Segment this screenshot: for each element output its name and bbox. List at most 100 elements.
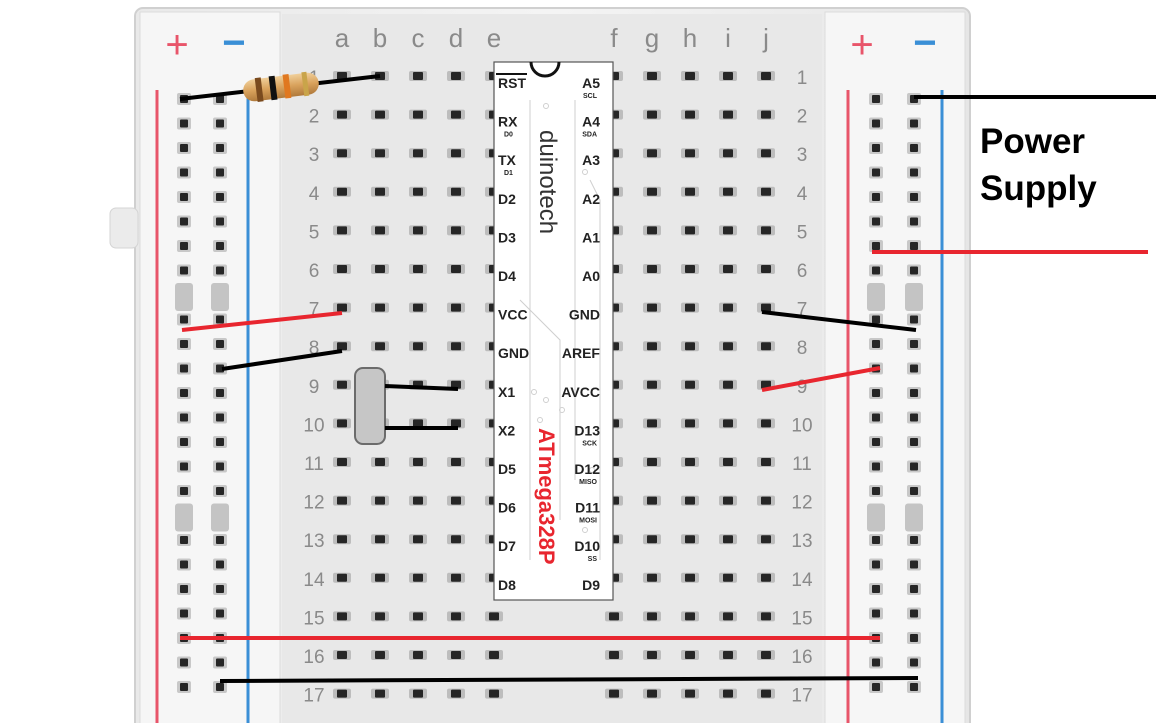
terminal-hole: [761, 226, 771, 235]
rail-hole: [910, 609, 918, 618]
row-label-right: 8: [797, 338, 808, 359]
rail-hole: [910, 462, 918, 471]
rail-hole: [910, 413, 918, 422]
terminal-hole: [413, 458, 423, 466]
chip-pin-label: A2: [582, 191, 600, 207]
chip-pin-label: GND: [498, 345, 529, 361]
chip-pin-label: D7: [498, 538, 516, 554]
rail-hole: [180, 658, 188, 667]
terminal-hole: [609, 689, 619, 698]
terminal-hole: [375, 689, 385, 698]
terminal-hole: [337, 496, 347, 505]
terminal-hole: [685, 72, 695, 80]
terminal-hole: [685, 535, 695, 544]
column-label: h: [683, 23, 697, 53]
chip-notch: [529, 61, 561, 78]
terminal-hole: [337, 689, 347, 698]
terminal-hole: [685, 342, 695, 351]
column-label: c: [412, 23, 425, 53]
terminal-hole: [375, 651, 385, 659]
terminal-hole: [723, 496, 733, 505]
terminal-hole: [375, 187, 385, 196]
rail-hole: [216, 389, 224, 397]
rail-hole: [872, 438, 880, 446]
terminal-hole: [647, 303, 657, 312]
row-label-left: 10: [303, 415, 324, 436]
row-label-left: 9: [309, 377, 320, 398]
rail-hole: [872, 242, 880, 250]
terminal-hole: [685, 265, 695, 273]
terminal-hole: [647, 265, 657, 273]
terminal-hole: [723, 110, 733, 119]
rail-hole: [180, 364, 188, 373]
rail-hole: [216, 438, 224, 446]
terminal-hole: [647, 573, 657, 582]
left-rail-minus-label: −: [222, 21, 245, 65]
rail-hole: [180, 462, 188, 471]
rail-hole: [872, 413, 880, 422]
terminal-hole: [337, 651, 347, 659]
chip-pin-label: A3: [582, 152, 600, 168]
power-supply-label-line1: Power: [980, 122, 1086, 161]
terminal-hole: [337, 458, 347, 466]
terminal-hole: [451, 535, 461, 544]
jumper-wires: [180, 95, 1156, 683]
rail-hole: [216, 609, 224, 618]
terminal-hole: [761, 110, 771, 119]
terminal-hole: [685, 612, 695, 621]
rail-gap: [905, 283, 923, 311]
chip-pin-label: X2: [498, 422, 515, 438]
terminal-hole: [723, 265, 733, 273]
rail-hole: [872, 340, 880, 348]
chip-pin-label: D13: [574, 422, 600, 438]
rail-hole: [180, 438, 188, 446]
terminal-hole: [761, 265, 771, 273]
terminal-hole: [685, 303, 695, 312]
bridge-black-wire: [219, 676, 919, 683]
row-label-right: 11: [792, 454, 812, 475]
gnd-black-wire-left: [221, 349, 343, 371]
chip-pin-label: A5: [582, 75, 600, 91]
terminal-hole: [337, 612, 347, 621]
rail-hole: [216, 119, 224, 128]
terminal-hole: [375, 612, 385, 621]
rail-hole: [910, 315, 918, 324]
rail-hole: [180, 119, 188, 128]
rail-hole: [910, 217, 918, 226]
rail-hole: [872, 609, 880, 618]
terminal-hole: [647, 110, 657, 119]
terminal-hole: [647, 535, 657, 544]
rail-hole: [216, 193, 224, 201]
rail-hole: [910, 144, 918, 152]
chip-pin-label: GND: [569, 307, 600, 323]
terminal-hole: [723, 380, 733, 389]
terminal-hole: [761, 149, 771, 158]
terminal-hole: [337, 187, 347, 196]
column-label: f: [610, 23, 618, 53]
rail-hole: [216, 536, 224, 544]
terminal-hole: [375, 573, 385, 582]
chip-pin-label: A0: [582, 268, 600, 284]
column-label: a: [335, 23, 350, 53]
terminal-hole: [761, 612, 771, 621]
rail-hole: [872, 658, 880, 667]
resistor: [179, 71, 381, 102]
crystal-lead-x1: [384, 384, 459, 391]
chip-pin-sublabel: SCK: [582, 440, 597, 447]
power-supply-label-line2: Supply: [980, 169, 1097, 208]
terminal-hole: [451, 110, 461, 119]
terminal-holes: [333, 71, 775, 699]
rail-gap: [867, 283, 885, 311]
chip-pin-label: RST: [498, 75, 526, 91]
rail-hole: [216, 658, 224, 667]
rail-hole: [872, 95, 880, 103]
rail-hole: [180, 266, 188, 275]
resistor-band-2: [268, 75, 278, 101]
chip-pin-label: A4: [582, 114, 600, 130]
terminal-hole: [451, 458, 461, 466]
terminal-hole: [723, 689, 733, 698]
terminal-hole: [685, 226, 695, 235]
chip-model: ATmega328P: [534, 428, 559, 565]
terminal-hole: [685, 380, 695, 389]
terminal-hole: [337, 265, 347, 273]
